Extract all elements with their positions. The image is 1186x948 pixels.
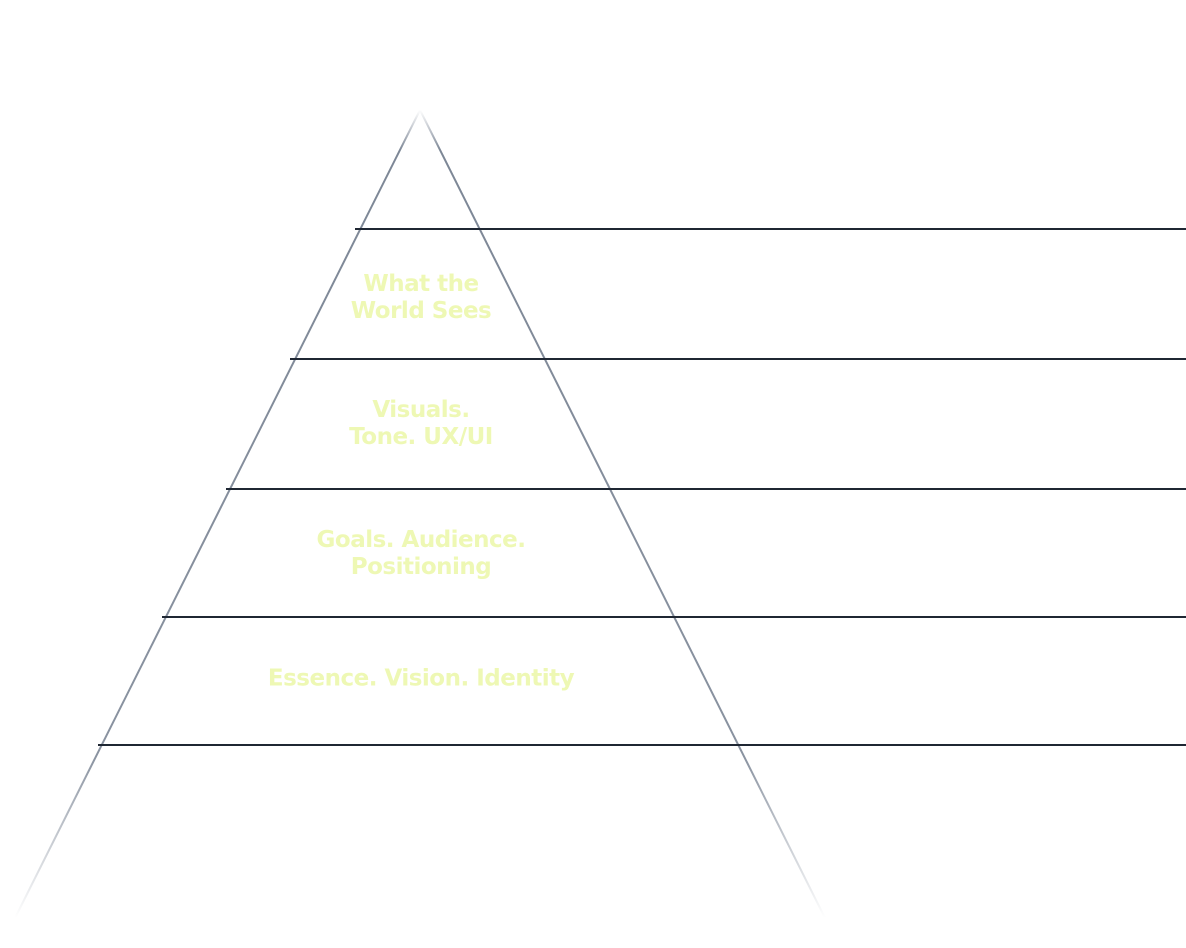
tier-label-what-the-world-sees: What the World Sees <box>350 271 492 324</box>
tier-label-essence-vision: Essence. Vision. Identity <box>267 665 575 692</box>
tier-label-visuals-tone: Visuals. Tone. UX/UI <box>349 397 493 450</box>
tier-label-goals-audience: Goals. Audience. Positioning <box>316 527 526 580</box>
pyramid-right-edge <box>419 109 826 919</box>
pyramid-left-edge <box>14 109 421 919</box>
